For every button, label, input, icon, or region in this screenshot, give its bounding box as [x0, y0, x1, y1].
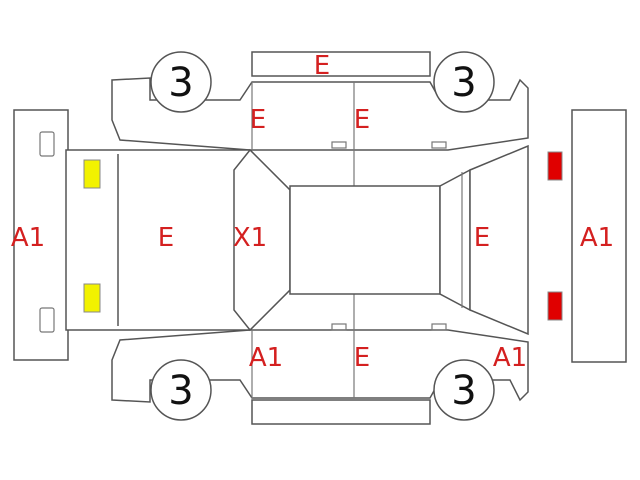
roof-strip-bottom [251, 399, 431, 425]
body-top-view [65, 144, 529, 336]
tire-rear-left-label: 3 [451, 60, 476, 106]
tire-rear-right: 3 [433, 359, 495, 421]
taillight-left [547, 151, 563, 181]
front-bumper [13, 109, 69, 361]
code-rear-door-right: E [354, 343, 370, 373]
roof-strip-top [251, 51, 431, 77]
left-side-profile [111, 77, 529, 186]
code-roof-top-strip: E [314, 51, 330, 81]
headlight-left [83, 159, 101, 189]
code-rear-door-left: E [354, 105, 370, 135]
code-front-bumper: A1 [11, 223, 45, 253]
tire-front-right: 3 [150, 359, 212, 421]
code-rear-quarter-right: A1 [493, 343, 527, 373]
rear-bumper [571, 109, 627, 363]
tire-rear-left: 3 [433, 51, 495, 113]
code-front-door-left: E [250, 105, 266, 135]
code-trunk: E [474, 223, 490, 253]
taillight-right [547, 291, 563, 321]
code-hood: E [158, 223, 174, 253]
headlight-right [83, 283, 101, 313]
tire-front-right-label: 3 [168, 368, 193, 414]
tire-rear-right-label: 3 [451, 368, 476, 414]
code-rear-bumper: A1 [580, 223, 614, 253]
code-windshield: X1 [233, 223, 267, 253]
tire-front-left: 3 [150, 51, 212, 113]
code-front-door-right-pillar: A1 [249, 343, 283, 373]
tire-front-left-label: 3 [168, 60, 193, 106]
